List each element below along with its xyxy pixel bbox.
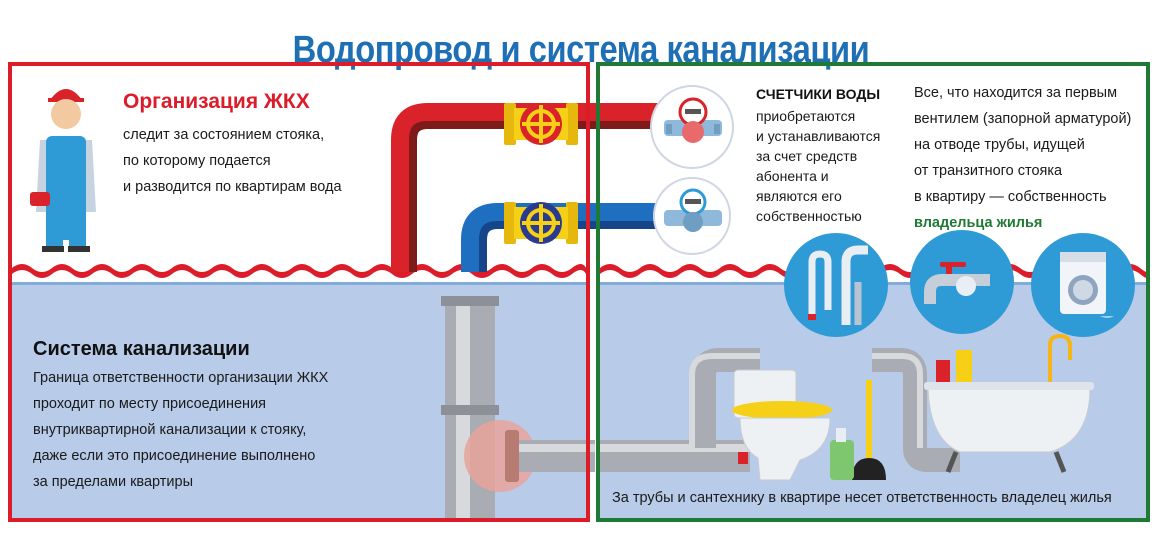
housing-org-line: следит за состоянием стояка, — [123, 127, 325, 143]
ownership-description: Все, что находится за первым вентилем (з… — [914, 80, 1131, 236]
ownership-line: Все, что находится за первым — [914, 85, 1118, 101]
ownership-line: на отводе трубы, идущей — [914, 137, 1085, 153]
sewer-line: за пределами квартиры — [33, 474, 193, 490]
meters-line: приобретаются — [756, 108, 856, 124]
ownership-line: от транзитного стояка — [914, 163, 1063, 179]
hot-water-meter-icon — [650, 85, 734, 169]
cold-water-pipe — [461, 203, 660, 272]
sewer-line: даже если это присоединение выполнено — [33, 448, 316, 464]
plumber-icon — [30, 89, 96, 252]
meters-heading: СЧЕТЧИКИ ВОДЫ — [756, 86, 881, 102]
housing-org-line: по которому подается — [123, 153, 271, 169]
sewer-line: Граница ответственности организации ЖКХ — [33, 370, 329, 386]
housing-org-heading: Организация ЖКХ — [123, 90, 310, 113]
housing-org-description: следит за состоянием стояка, по которому… — [123, 122, 342, 200]
plunger-icon — [852, 380, 886, 480]
sewer-description: Граница ответственности организации ЖКХ … — [33, 365, 328, 495]
sewer-line: внутриквартирной канализации к стояку, — [33, 422, 307, 438]
washing-machine-icon — [1031, 233, 1135, 337]
owner-responsibility-note: За трубы и сантехнику в квартире несет о… — [612, 490, 1112, 506]
sewer-line: проходит по месту присоединения — [33, 396, 267, 412]
housing-org-zone-border — [8, 62, 590, 522]
sewer-connection-point — [464, 420, 595, 492]
meters-line: и устанавливаются — [756, 128, 881, 144]
meters-description: приобретаются и устанавливаются за счет … — [756, 106, 880, 226]
ownership-emphasis: владельца жилья — [914, 215, 1043, 231]
pipes-icon — [784, 233, 888, 337]
ownership-line: в квартиру — собственность — [914, 189, 1107, 205]
housing-org-line: и разводится по квартирам вода — [123, 179, 342, 195]
bathtub-icon — [924, 333, 1094, 473]
sewer-heading: Система канализации — [33, 338, 250, 360]
owner-zone-border — [596, 62, 1150, 522]
meters-line: собственностью — [756, 208, 862, 224]
meters-line: являются его — [756, 188, 842, 204]
apartment-sewer-pipe — [600, 348, 960, 472]
hot-water-valve — [504, 103, 578, 145]
faucet-icon — [910, 230, 1014, 334]
cold-water-meter-icon — [653, 177, 731, 255]
meters-line: за счет средств — [756, 148, 858, 164]
meters-line: абонента и — [756, 168, 829, 184]
hot-water-pipe — [391, 103, 660, 272]
toilet-icon — [732, 369, 832, 481]
ownership-line: вентилем (запорной арматурой) — [914, 111, 1132, 127]
cold-water-valve — [504, 202, 578, 244]
detergent-bottle-icon — [830, 428, 854, 480]
